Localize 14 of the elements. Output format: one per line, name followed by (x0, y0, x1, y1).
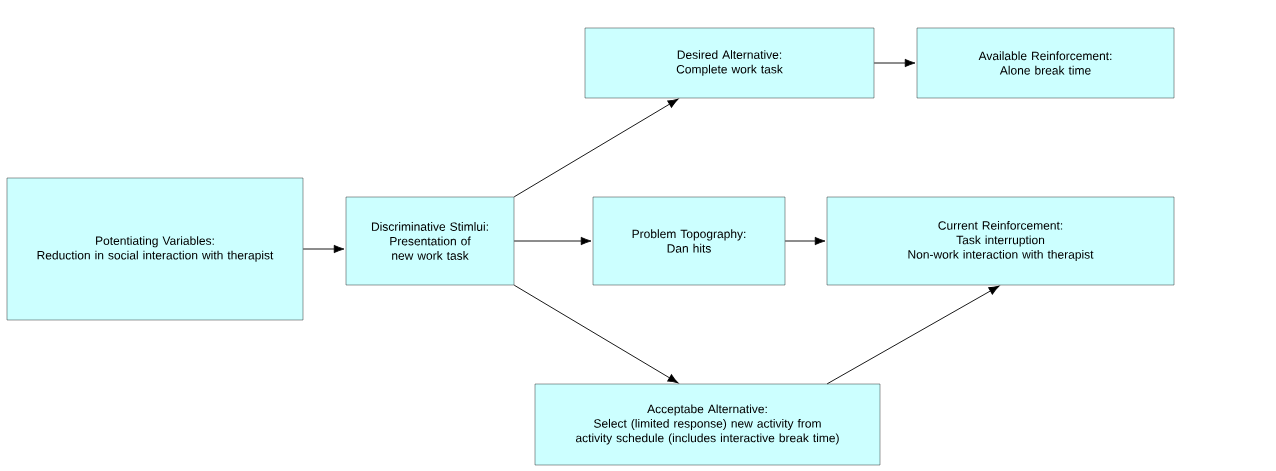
arrow (826, 285, 1000, 385)
process-box: Discriminative Stimlui: Presentation of new work task (345, 196, 515, 286)
process-box: Available Reinforcement: Alone break time (916, 27, 1175, 99)
process-box: Acceptabe Alternative: Select (limited response) new activity from activity schedule (includes interactive break time) (534, 383, 881, 466)
arrow (873, 58, 916, 68)
arrow (513, 284, 679, 384)
process-box: Problem Topography: Dan hits (592, 196, 786, 286)
process-box: Desired Alternative: Complete work task (584, 27, 875, 99)
arrow (302, 244, 345, 254)
arrow (784, 236, 826, 246)
arrow (513, 98, 679, 198)
process-box: Current Reinforcement: Task interruption Non-work interaction with therapist (826, 196, 1175, 286)
process-box: Potentiating Variables: Reduction in social interaction with therapist (6, 177, 304, 321)
arrow (513, 236, 592, 246)
